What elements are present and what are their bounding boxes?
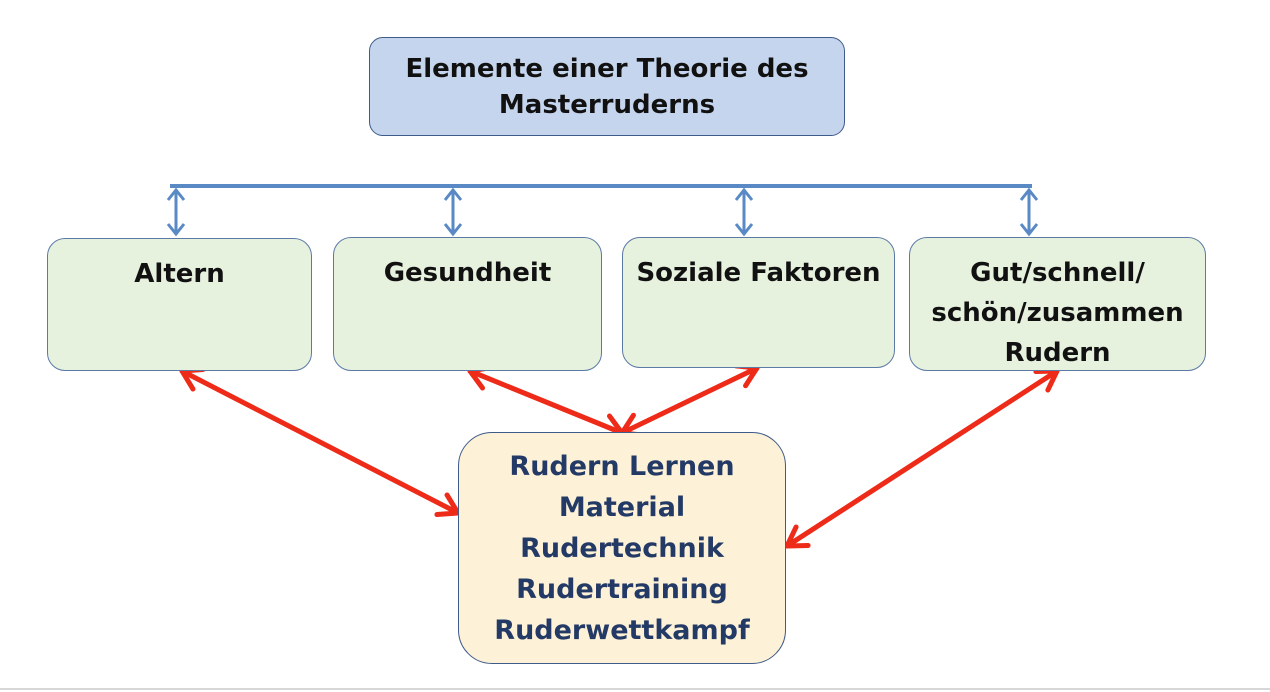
blue-double-arrow-soziale-faktoren bbox=[734, 187, 754, 237]
red-double-arrow-altern bbox=[179, 366, 461, 518]
category-label-soziale-faktoren: Soziale Faktoren bbox=[636, 258, 881, 288]
category-box-gesundheit: Gesundheit bbox=[333, 237, 602, 371]
category-label-gut-line-1: Gut/schnell/ bbox=[970, 258, 1145, 288]
blue-double-arrow-altern bbox=[166, 187, 186, 237]
core-item-material: Material bbox=[558, 491, 686, 523]
category-label-gut-line-2: schön/zusammen bbox=[931, 298, 1184, 328]
red-double-arrow-gut-schnell bbox=[784, 368, 1060, 549]
core-box: Rudern Lernen Material Rudertechnik Rude… bbox=[458, 432, 786, 664]
title-line-1: Elemente einer Theorie des bbox=[405, 53, 809, 84]
core-item-ruderwettkampf: Ruderwettkampf bbox=[494, 614, 750, 646]
core-item-rudertechnik: Rudertechnik bbox=[520, 532, 724, 564]
red-double-arrow-soziale-faktoren bbox=[619, 363, 760, 438]
category-box-altern: Altern bbox=[47, 238, 312, 371]
red-arrow-group bbox=[179, 363, 1060, 549]
blue-double-arrow-gut-schnell bbox=[1019, 187, 1039, 237]
category-label-gut-line-3: Rudern bbox=[1004, 338, 1111, 368]
category-label-altern: Altern bbox=[134, 259, 225, 289]
core-item-rudertraining: Rudertraining bbox=[516, 573, 728, 605]
title-line-2: Masterruderns bbox=[498, 89, 716, 120]
diagram-title-box: Elemente einer Theorie des Masterruderns bbox=[369, 37, 845, 136]
page-bottom-divider bbox=[0, 688, 1270, 690]
category-box-gut-schnell: Gut/schnell/ schön/zusammen Rudern bbox=[909, 237, 1206, 371]
red-double-arrow-gesundheit bbox=[467, 365, 625, 439]
category-label-gesundheit: Gesundheit bbox=[383, 258, 552, 288]
core-item-rudern-lernen: Rudern Lernen bbox=[509, 450, 735, 482]
category-box-soziale-faktoren: Soziale Faktoren bbox=[622, 237, 895, 368]
blue-double-arrow-gesundheit bbox=[443, 187, 463, 237]
